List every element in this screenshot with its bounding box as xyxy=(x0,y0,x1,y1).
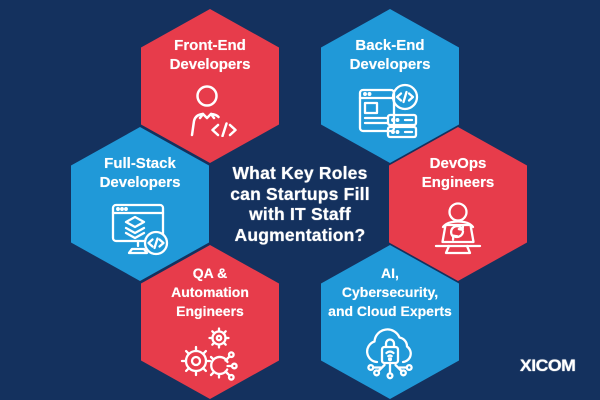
cloud-lock-circuit-icon xyxy=(360,325,420,387)
xicom-logo: XICOM xyxy=(519,356,576,375)
hexagon-back-end-developers: Back-End Developers xyxy=(321,9,459,163)
monitor-layers-code-icon xyxy=(109,201,171,257)
gears-automation-icon xyxy=(179,325,241,383)
infographic-title: What Key Roles can Startups Fill with IT… xyxy=(230,163,370,245)
person-laptop-sync-icon xyxy=(428,201,488,255)
hexagon-label: QA & Automation Engineers xyxy=(171,265,249,319)
browser-server-code-icon xyxy=(358,83,422,139)
hexagon-label: Back-End Developers xyxy=(349,37,431,73)
hexagon-full-stack-developers: Full-Stack Developers xyxy=(71,127,209,281)
developer-person-code-icon xyxy=(183,83,237,137)
hexagon-front-end-developers: Front-End Developers xyxy=(141,9,279,163)
hexagon-label: DevOps Engineers xyxy=(421,155,495,191)
hexagon-label: Full-Stack Developers xyxy=(99,155,181,191)
hexagon-label: Front-End Developers xyxy=(169,37,251,73)
hexagon-devops-engineers: DevOps Engineers xyxy=(389,127,527,281)
hexagon-label: AI, Cybersecurity, and Cloud Experts xyxy=(328,265,452,319)
